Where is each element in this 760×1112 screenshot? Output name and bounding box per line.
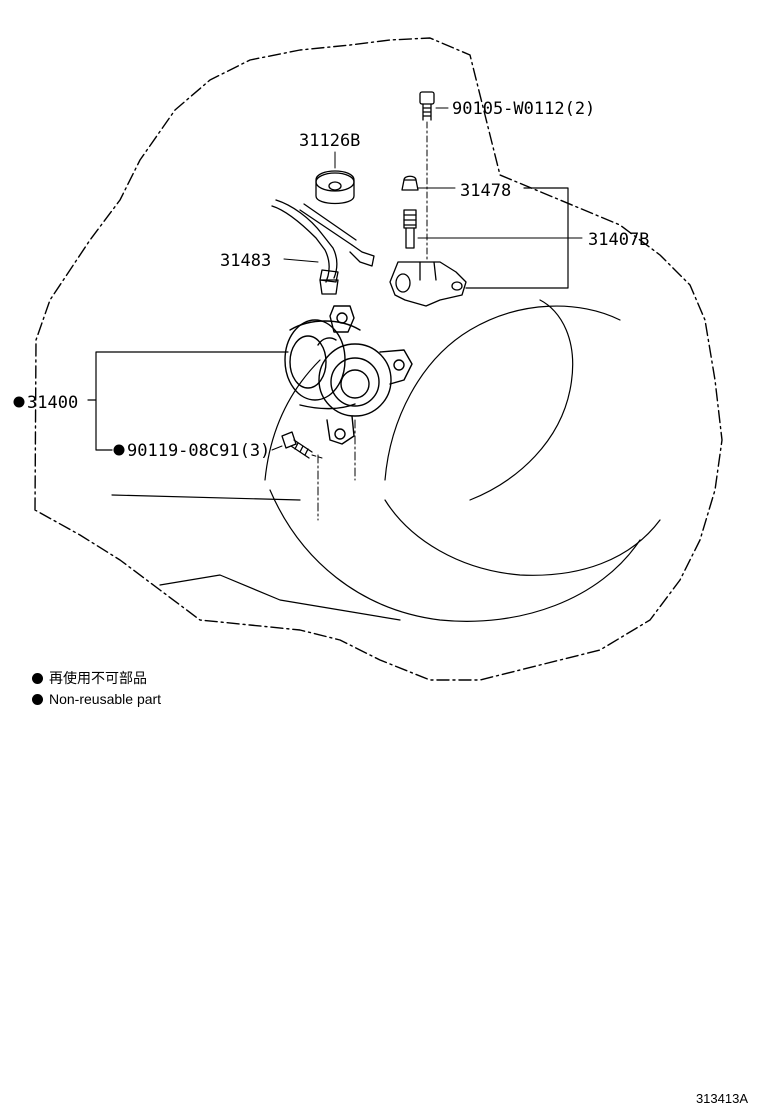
legend: 再使用不可部品 Non-reusable part — [32, 668, 161, 710]
non-reusable-marker-90119 — [113, 444, 125, 456]
union-fitting-icon — [389, 261, 467, 307]
callout-31400: 31400 — [27, 393, 78, 413]
cylinder-centerline — [317, 419, 356, 521]
bullet-icon — [32, 694, 43, 705]
housing-inner-arc — [384, 305, 621, 481]
figure-code: 313413A — [695, 1091, 748, 1106]
legend-english-label: Non-reusable part — [49, 691, 162, 707]
legend-japanese-label: 再使用不可部品 — [49, 670, 147, 686]
bleeder-cap-31478-icon — [401, 175, 419, 191]
centerline-90119 — [311, 454, 323, 459]
leader-31400 — [87, 351, 289, 451]
leader-bracket-31478-31407B — [465, 187, 569, 289]
grommet-31126B-icon — [315, 170, 355, 205]
non-reusable-marker-31400 — [13, 396, 25, 408]
hose-clamp-31483-icon — [319, 269, 339, 283]
callout-31407B: 31407B — [588, 230, 649, 250]
callout-31126B: 31126B — [299, 131, 360, 151]
housing-lower-wave — [384, 499, 661, 576]
bolt-90119-icon — [281, 431, 313, 459]
callout-90119: 90119-08C91(3) — [127, 441, 270, 461]
transmission-housing-outline — [34, 37, 723, 681]
bleeder-plug-31407B-icon — [403, 209, 417, 249]
leader-90119 — [271, 445, 283, 451]
release-cylinder-31400-icon — [284, 305, 413, 445]
housing-inner-contour — [264, 359, 641, 622]
housing-bell-curve — [469, 299, 574, 501]
callout-90105: 90105-W0112(2) — [452, 99, 595, 119]
leader-31483 — [283, 258, 319, 263]
housing-left-bracket — [159, 574, 401, 621]
callout-31483: 31483 — [220, 251, 271, 271]
bullet-icon — [32, 673, 43, 684]
legend-row-english: Non-reusable part — [32, 689, 161, 710]
legend-row-japanese: 再使用不可部品 — [32, 668, 161, 689]
bolt-90105-icon — [419, 91, 435, 121]
housing-inner-flange — [111, 494, 301, 501]
callout-31478: 31478 — [460, 181, 511, 201]
